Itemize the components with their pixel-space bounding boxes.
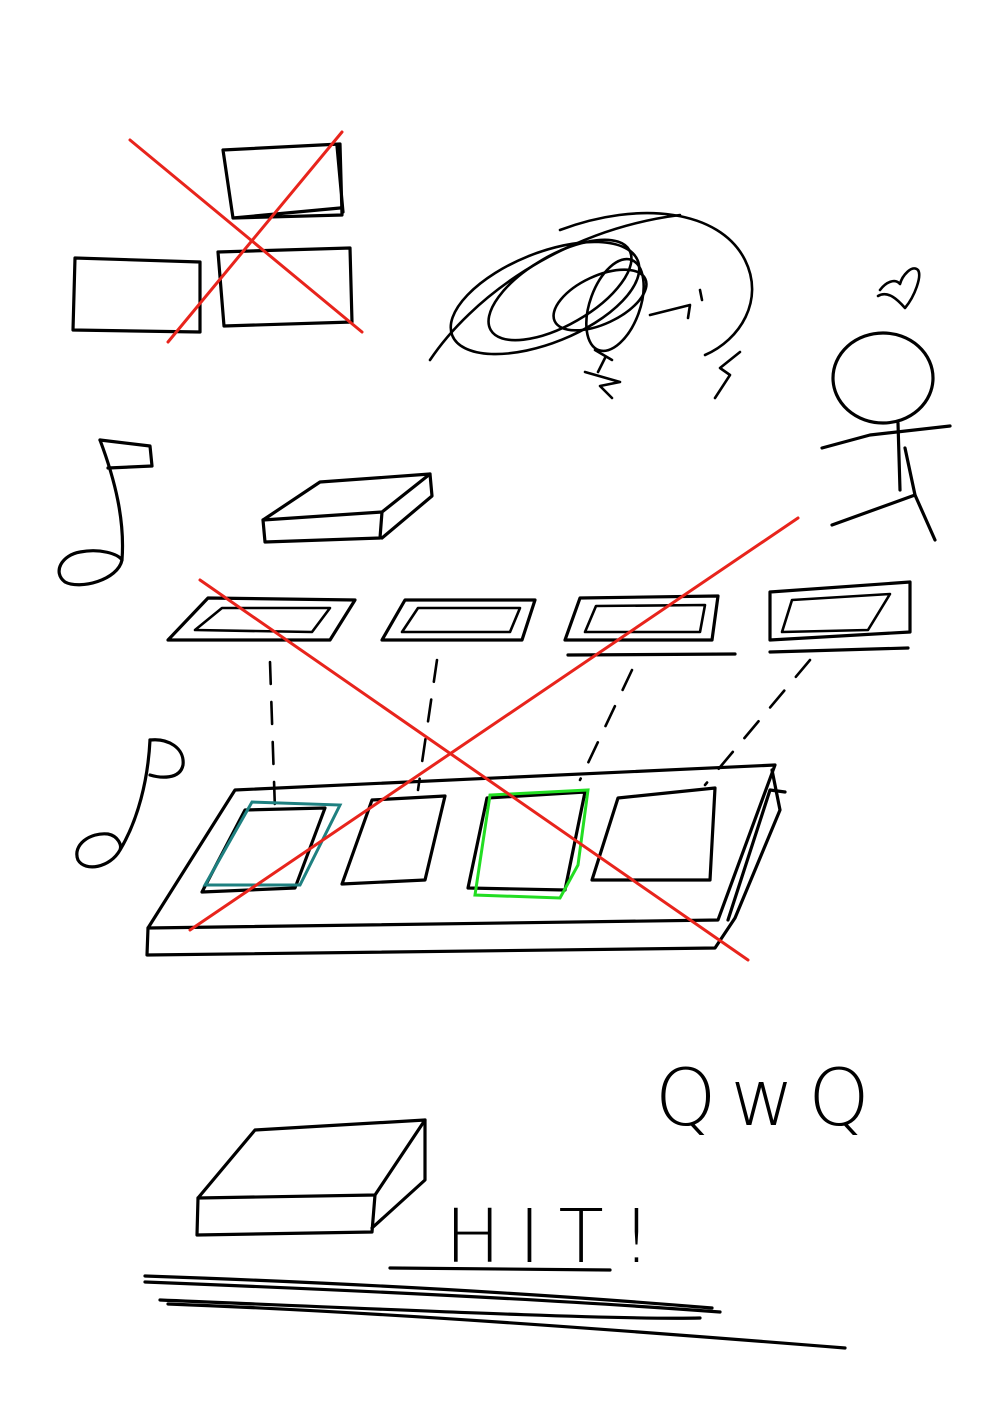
face-text: QwQ — [655, 1054, 884, 1144]
left-block — [71, 256, 202, 334]
hit-text: HIT! — [445, 1194, 669, 1280]
red-cross-stroke-a — [128, 138, 364, 334]
ground-lines — [143, 1266, 847, 1350]
pad-3 — [466, 790, 587, 892]
red-cross-stroke-c — [198, 578, 750, 962]
pad-3-highlight — [473, 788, 590, 900]
top-block — [221, 142, 345, 220]
music-note-icon — [75, 738, 185, 869]
lane-target-4 — [768, 580, 912, 654]
pad-1-highlight — [202, 800, 343, 887]
stick-figure-icon — [820, 331, 952, 542]
falling-note-block — [261, 472, 434, 544]
red-cross-stroke-b — [166, 130, 344, 344]
pad-4 — [590, 786, 717, 882]
hitting-note-block — [195, 1118, 427, 1237]
lane-target-3 — [563, 594, 737, 657]
scribble-character-icon — [428, 211, 754, 400]
keyboard-pads — [145, 516, 800, 962]
lane-target-2 — [380, 598, 537, 642]
crossed-out-block-layout — [71, 130, 364, 344]
pad-2 — [340, 794, 447, 886]
music-note-icon — [57, 438, 154, 587]
lane-target-1 — [166, 596, 357, 642]
lane-guides — [268, 658, 812, 812]
lane-targets — [166, 580, 912, 657]
red-cross-stroke-d — [188, 516, 800, 932]
heart-icon — [876, 267, 921, 310]
